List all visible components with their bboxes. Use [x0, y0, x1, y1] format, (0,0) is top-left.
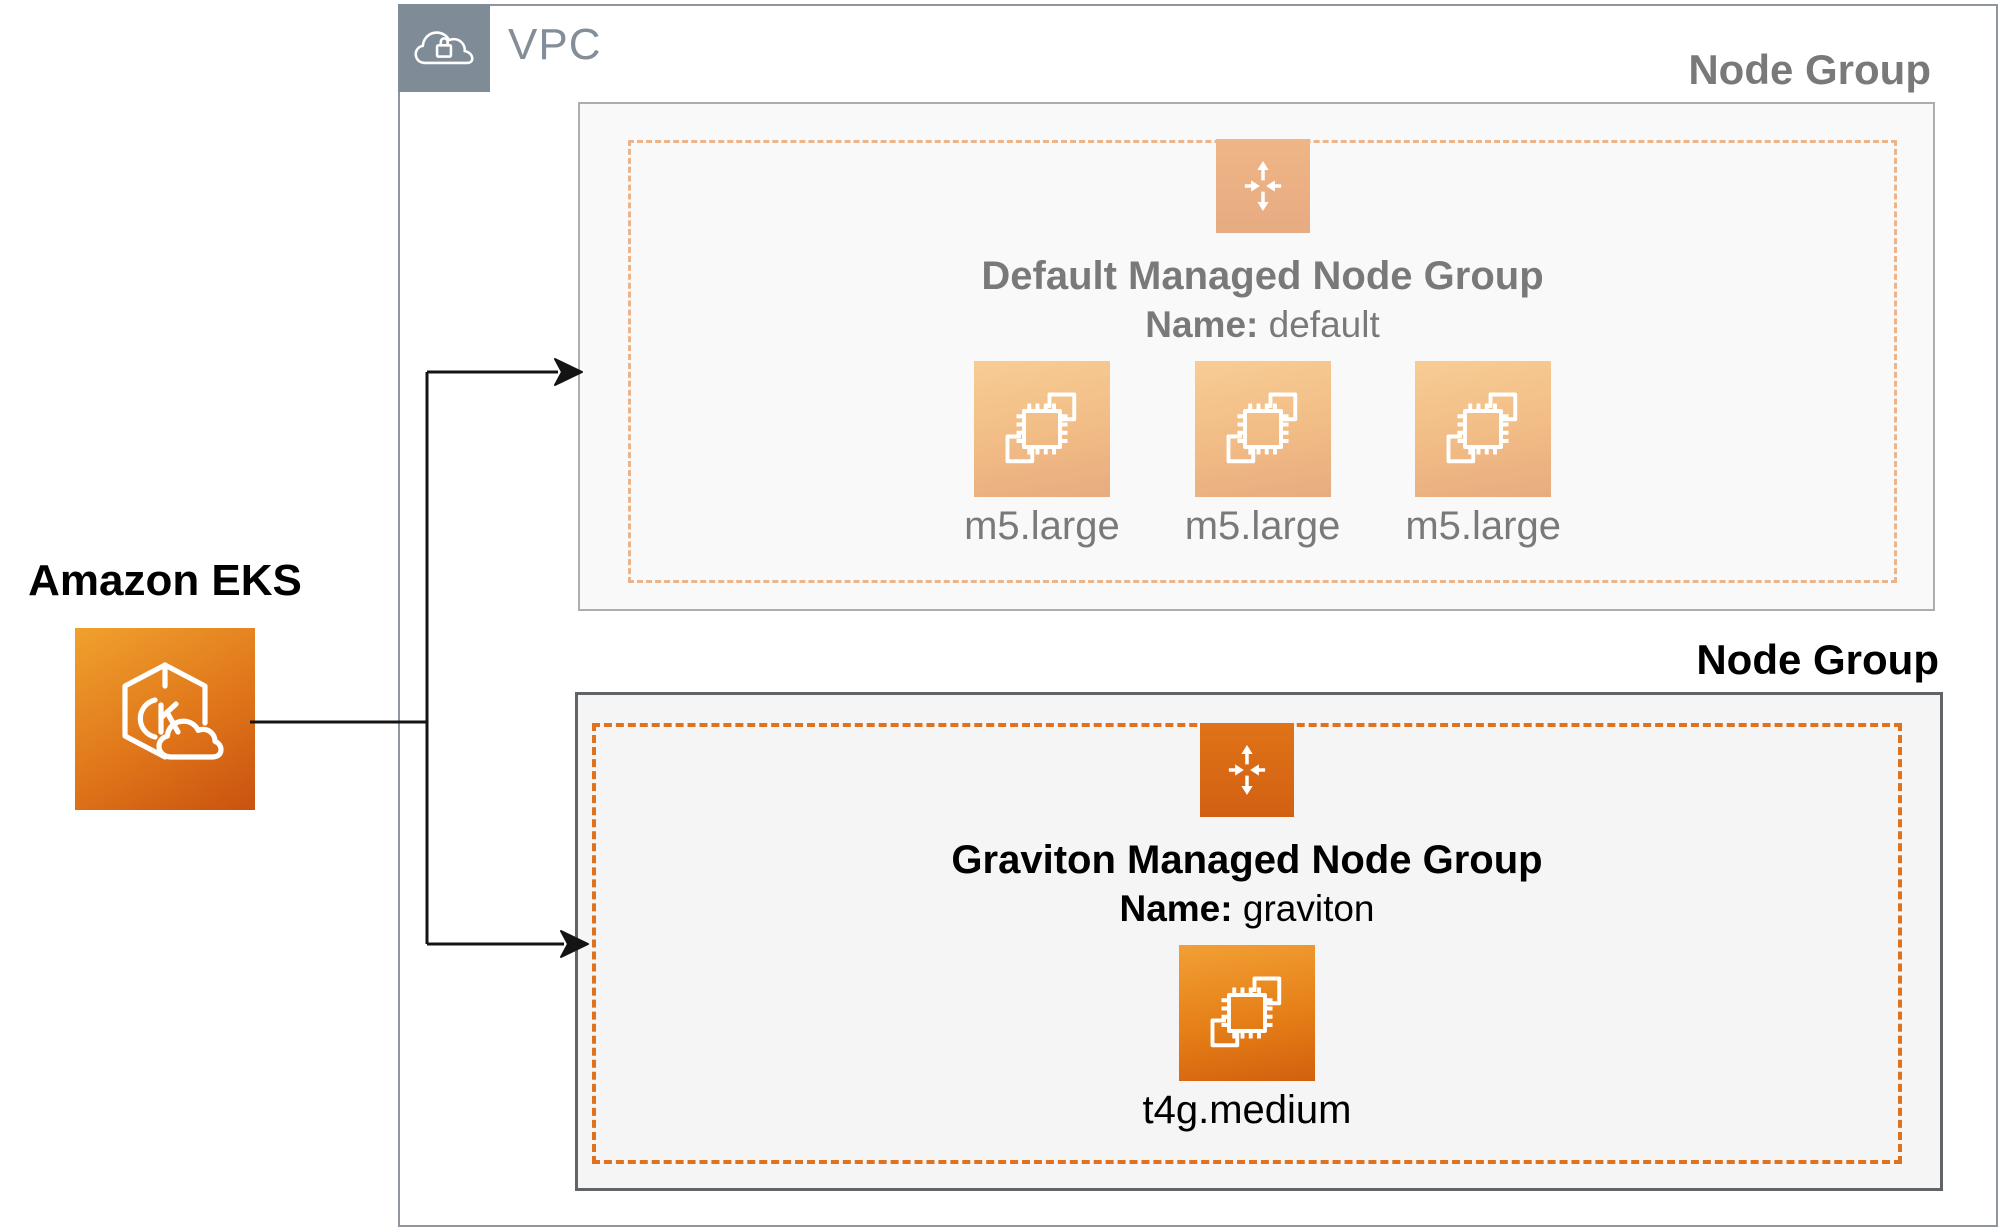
- vpc-label: VPC: [508, 20, 602, 69]
- auto-scaling-icon: [1215, 139, 1310, 233]
- ec2-instance-icon: [1194, 361, 1331, 497]
- node-group-default: Node Group: [578, 46, 1935, 611]
- node-group-name: Name: graviton: [1119, 887, 1374, 931]
- name-key: Name:: [1145, 304, 1259, 345]
- instance-type-label: m5.large: [1405, 504, 1561, 548]
- instance-node: m5.large: [1184, 361, 1341, 549]
- eks-node: Amazon EKS: [20, 556, 310, 810]
- ec2-instance-icon: [1415, 361, 1552, 497]
- auto-scaling-boundary: Default Managed Node Group Name: default: [628, 139, 1897, 583]
- eks-kubernetes-icon: [75, 628, 255, 810]
- node-group-title: Default Managed Node Group: [981, 254, 1544, 298]
- node-group-default-box: Default Managed Node Group Name: default: [578, 102, 1935, 611]
- node-group-title: Graviton Managed Node Group: [951, 838, 1543, 882]
- node-group-graviton: Node Group: [575, 636, 1943, 1191]
- node-group-name: Name: default: [1145, 303, 1379, 347]
- auto-scaling-boundary: Graviton Managed Node Group Name: gravit…: [592, 723, 1902, 1164]
- instance-row: t4g.medium: [1142, 945, 1352, 1133]
- node-group-label: Node Group: [1688, 46, 1931, 93]
- instance-node: t4g.medium: [1142, 945, 1352, 1133]
- instance-row: m5.large: [964, 361, 1561, 549]
- instance-type-label: t4g.medium: [1142, 1088, 1352, 1132]
- eks-label: Amazon EKS: [28, 556, 302, 605]
- instance-node: m5.large: [964, 361, 1120, 549]
- instance-node: m5.large: [1405, 361, 1561, 549]
- name-value: default: [1268, 304, 1380, 345]
- ec2-instance-icon: [973, 361, 1110, 497]
- node-group-label: Node Group: [1696, 636, 1939, 683]
- instance-type-label: m5.large: [1184, 504, 1341, 548]
- auto-scaling-icon: [1200, 723, 1294, 817]
- ec2-instance-icon: [1178, 945, 1315, 1081]
- name-value: graviton: [1242, 888, 1375, 929]
- name-key: Name:: [1119, 888, 1233, 929]
- cloud-lock-icon: [398, 4, 490, 92]
- instance-type-label: m5.large: [964, 504, 1120, 548]
- node-group-graviton-box: Graviton Managed Node Group Name: gravit…: [575, 692, 1943, 1191]
